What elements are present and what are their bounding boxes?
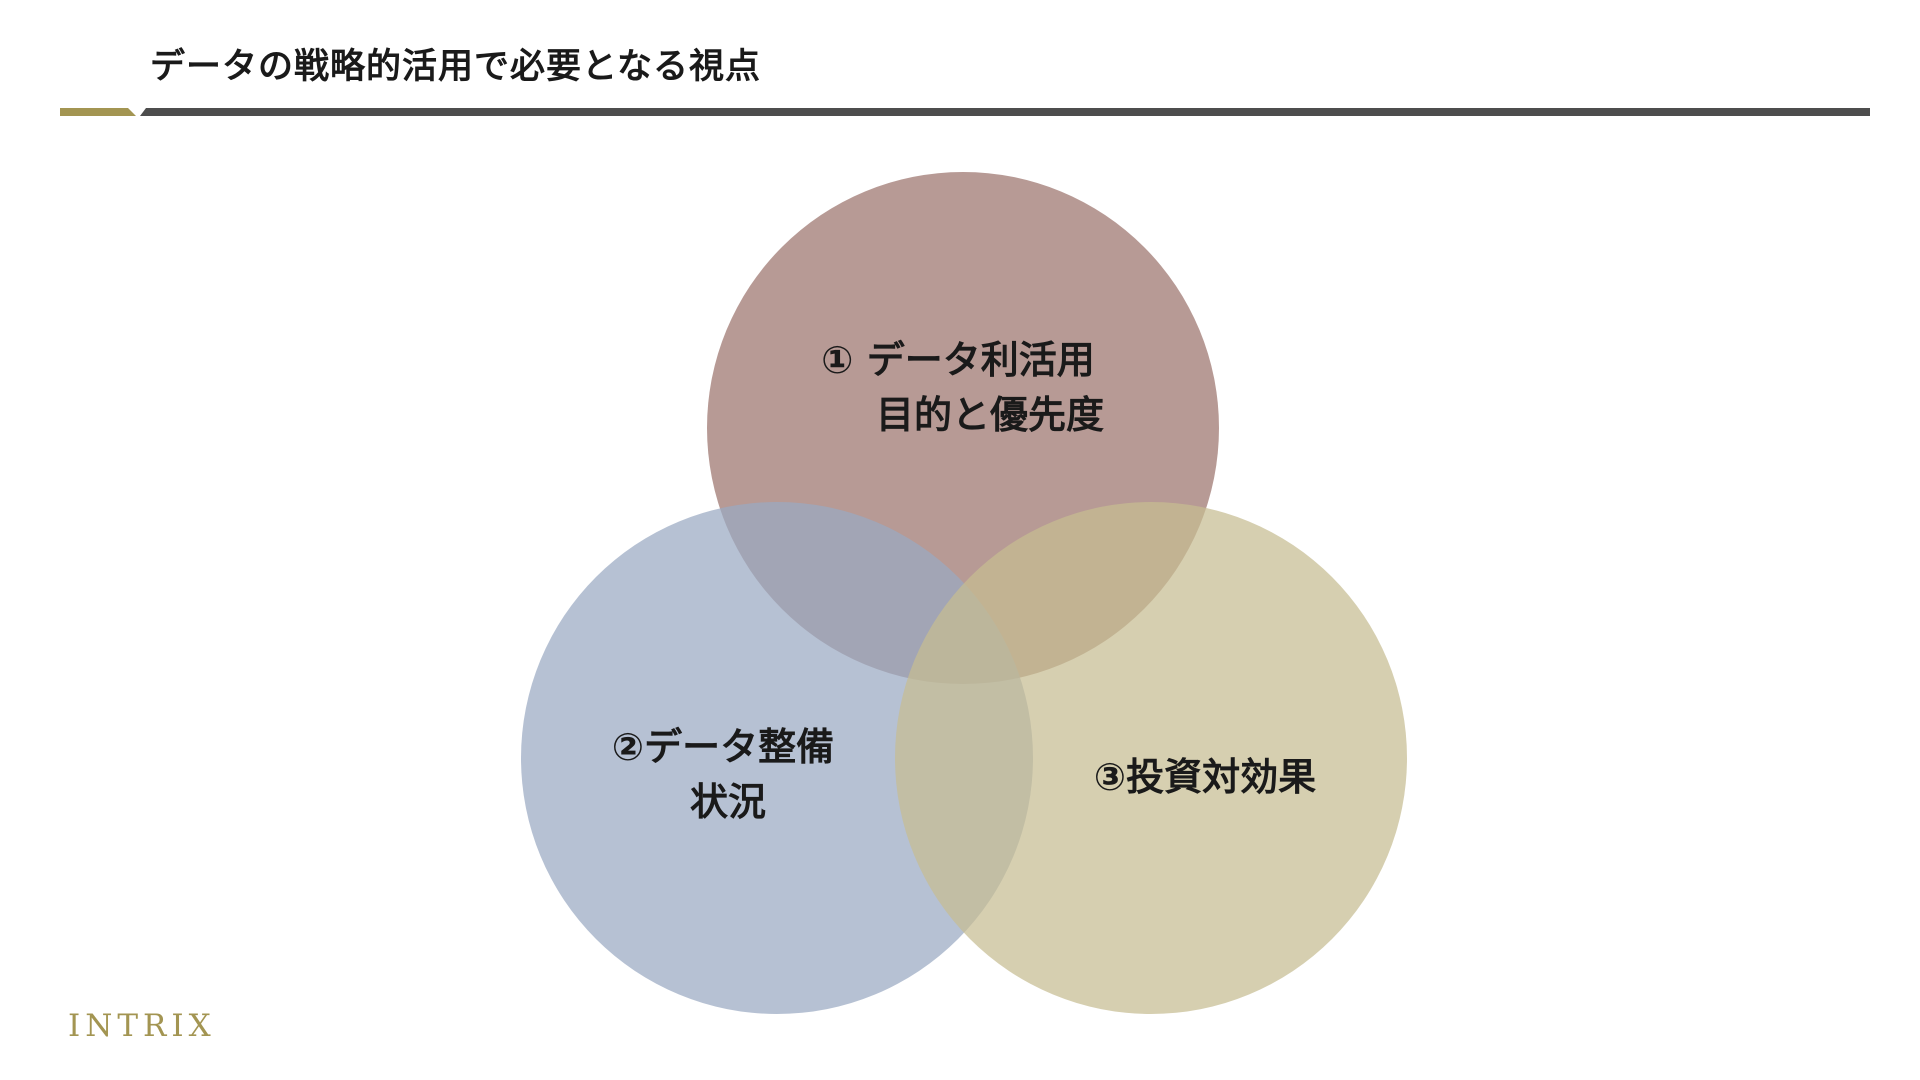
brand-logo: INTRIX xyxy=(68,1008,216,1044)
slide-title: データの戦略的活用で必要となる視点 xyxy=(150,47,761,87)
title-underline-rule xyxy=(140,108,1870,116)
venn-label-top-line1: ① データ利活用 xyxy=(821,338,1094,382)
venn-label-top-line2: 目的と優先度 xyxy=(876,393,1104,437)
venn-label-right-line1: ③投資対効果 xyxy=(1094,755,1316,799)
title-underline xyxy=(60,108,1870,116)
title-underline-accent xyxy=(60,108,136,116)
venn-circle-left xyxy=(521,502,1033,1014)
venn-label-left-line2: 状況 xyxy=(690,780,766,824)
venn-label-left-line1: ②データ整備 xyxy=(612,725,834,769)
venn-circle-right xyxy=(895,502,1407,1014)
